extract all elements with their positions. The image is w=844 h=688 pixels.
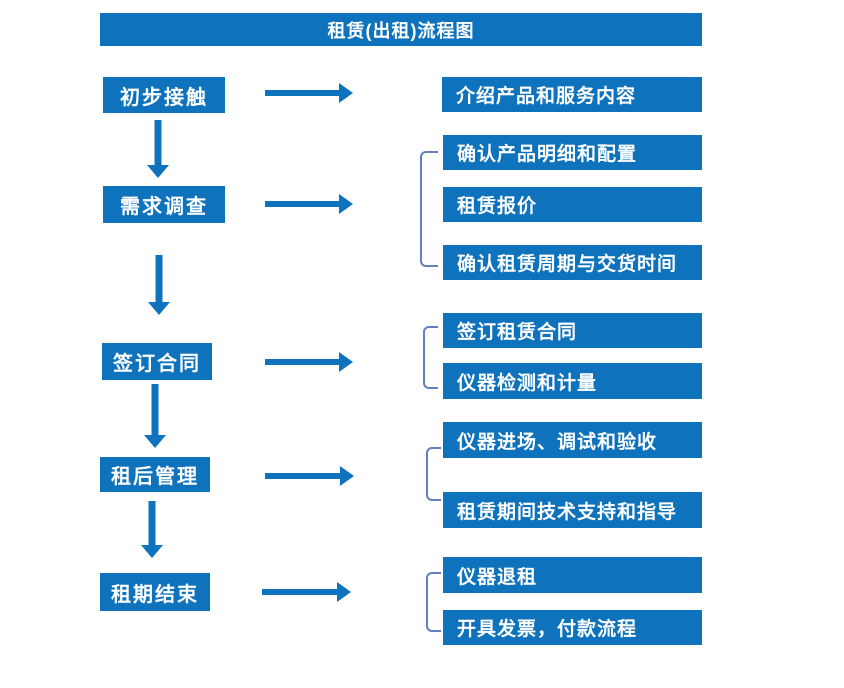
step-needs-survey: 需求调查	[103, 186, 225, 223]
arrow-shaft	[151, 384, 159, 437]
step-rental-end: 租期结束	[100, 573, 210, 611]
arrow-head	[339, 83, 353, 103]
arrow-head	[147, 165, 169, 178]
arrow-head	[148, 302, 170, 315]
output-rental-quote: 租赁报价	[443, 187, 702, 222]
output-instrument-testing: 仪器检测和计量	[443, 363, 702, 399]
arrow-shaft	[265, 201, 341, 207]
arrow-head	[339, 352, 353, 372]
step-initial-contact: 初步接触	[103, 77, 225, 113]
step-sign-contract: 签订合同	[102, 343, 212, 380]
output-sign-rental-contract: 签订租赁合同	[443, 313, 702, 348]
group-bracket	[423, 326, 438, 389]
group-bracket	[426, 572, 441, 632]
arrow-right-icon	[265, 194, 353, 214]
output-confirm-product-details: 确认产品明细和配置	[443, 135, 702, 170]
diagram-title: 租赁(出租)流程图	[100, 13, 702, 46]
arrow-down-icon	[148, 255, 170, 315]
arrow-right-icon	[262, 582, 351, 602]
arrow-down-icon	[147, 120, 169, 178]
arrow-down-icon	[144, 384, 166, 448]
group-bracket	[426, 447, 441, 501]
arrow-shaft	[265, 473, 342, 479]
arrow-shaft	[265, 90, 341, 96]
arrow-down-icon	[141, 501, 163, 558]
arrow-shaft	[155, 255, 163, 304]
arrow-right-icon	[265, 83, 353, 103]
arrow-right-icon	[265, 466, 354, 486]
arrow-head	[144, 435, 166, 448]
step-post-rental-management: 租后管理	[100, 457, 210, 492]
output-tech-support: 租赁期间技术支持和指导	[443, 492, 702, 528]
output-intro-products: 介绍产品和服务内容	[442, 77, 702, 112]
output-instrument-setup: 仪器进场、调试和验收	[443, 422, 702, 458]
arrow-shaft	[265, 359, 341, 365]
group-bracket	[420, 151, 438, 267]
arrow-shaft	[148, 501, 156, 547]
arrow-head	[339, 194, 353, 214]
arrow-head	[141, 545, 163, 558]
arrow-shaft	[262, 589, 339, 595]
arrow-head	[340, 466, 354, 486]
output-confirm-rental-period: 确认租赁周期与交货时间	[443, 245, 702, 280]
output-invoice-payment: 开具发票，付款流程	[443, 610, 702, 645]
arrow-head	[337, 582, 351, 602]
output-instrument-return: 仪器退租	[443, 557, 702, 593]
arrow-shaft	[154, 120, 162, 167]
arrow-right-icon	[265, 352, 353, 372]
